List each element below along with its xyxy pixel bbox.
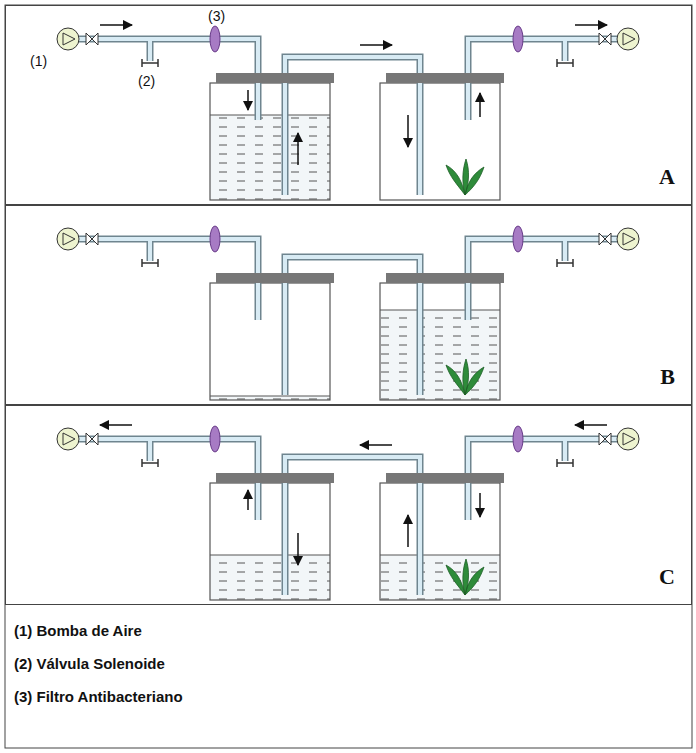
callout-number: (1): [30, 53, 47, 69]
legend-entry: (2) Válvula Solenoide: [14, 655, 165, 672]
panel-band: C: [5, 405, 692, 605]
panel-band: B: [5, 205, 692, 405]
panel-letter: C: [659, 564, 675, 590]
panel-band: A: [5, 5, 692, 205]
legend-entry: (1) Bomba de Aire: [14, 622, 142, 639]
legend-text: (2) Válvula Solenoide: [14, 655, 165, 672]
callout-number: (3): [208, 8, 225, 24]
legend-text: (3) Filtro Antibacteriano: [14, 688, 183, 705]
legend-entry: (3) Filtro Antibacteriano: [14, 688, 183, 705]
legend-text: (1) Bomba de Aire: [14, 622, 142, 639]
callout-number: (2): [138, 73, 155, 89]
panel-letter: A: [659, 164, 675, 190]
panel-letter: B: [660, 364, 675, 390]
